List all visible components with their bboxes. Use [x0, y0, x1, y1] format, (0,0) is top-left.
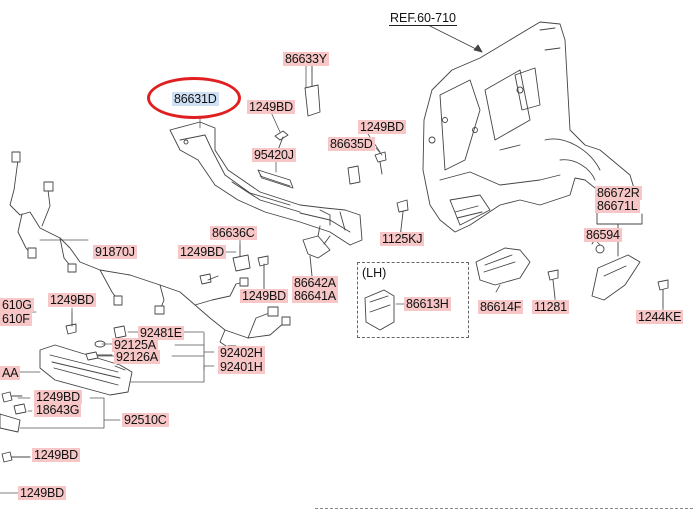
part-92401H[interactable]: 92401H [218, 360, 265, 374]
part-92481E[interactable]: 92481E [138, 326, 184, 340]
lh-callout-title: (LH) [362, 266, 387, 280]
part-610F[interactable]: 610F [0, 312, 32, 326]
lamp-92510C [0, 413, 21, 433]
part-86671L[interactable]: 86671L [595, 199, 640, 213]
part-92510C[interactable]: 92510C [122, 413, 169, 427]
part-92126A[interactable]: 92126A [114, 350, 160, 364]
part-92125A[interactable]: 92125A [112, 338, 158, 352]
bracket-86613H [364, 289, 395, 331]
part-86633Y[interactable]: 86633Y [283, 52, 329, 66]
part-AA[interactable]: AA [0, 366, 21, 380]
part-86642A[interactable]: 86642A [292, 276, 338, 290]
bolt-1249BD-d [257, 255, 269, 289]
bolt-1249BD-f [1, 391, 23, 403]
part-1249BD-h[interactable]: 1249BD [18, 486, 66, 500]
screw-92126A [85, 351, 113, 361]
bolt-1249BD-e [65, 311, 77, 335]
part-86614F[interactable]: 86614F [478, 300, 524, 314]
bolt-1249BD-c [199, 273, 219, 285]
part-1249BD-f[interactable]: 1249BD [34, 390, 82, 404]
bracket-86641A [302, 225, 331, 277]
clip-86635D [347, 165, 361, 185]
part-1125KJ[interactable]: 1125KJ [380, 232, 425, 246]
bolt-1249BD-a [274, 130, 289, 151]
part-92402H[interactable]: 92402H [218, 346, 265, 360]
bracket-86614F [475, 247, 531, 286]
bolt-1244KE [657, 279, 669, 309]
part-91870J[interactable]: 91870J [93, 245, 137, 259]
part-1244KE[interactable]: 1244KE [636, 310, 684, 324]
ref-arrow [429, 25, 483, 53]
part-1249BD-d[interactable]: 1249BD [240, 289, 288, 303]
part-1249BD-e[interactable]: 1249BD [48, 293, 96, 307]
lamp-92401H [39, 344, 133, 396]
part-610G[interactable]: 610G [0, 298, 34, 312]
reference-label: REF.60-710 [389, 11, 458, 26]
part-11281[interactable]: 11281 [532, 300, 569, 314]
dashed-callout-box [315, 508, 693, 519]
clip-92481E [113, 325, 127, 339]
part-86635D[interactable]: 86635D [328, 137, 375, 151]
part-1249BD-b[interactable]: 1249BD [358, 120, 406, 134]
part-86613H[interactable]: 86613H [404, 297, 451, 311]
quarter-panel [422, 21, 637, 233]
part-86641A[interactable]: 86641A [292, 289, 338, 303]
highlight-ring [147, 77, 241, 119]
part-86631D[interactable]: 86631D [172, 92, 219, 106]
part-86636C[interactable]: 86636C [210, 226, 257, 240]
bolt-1125KJ [396, 199, 409, 239]
part-1249BD-c[interactable]: 1249BD [178, 245, 226, 259]
rear-bumper-bracket-86631D [169, 121, 363, 246]
part-86672R[interactable]: 86672R [595, 186, 642, 200]
bolt-1249BD-g [1, 451, 31, 463]
bracket-86633Y [304, 65, 321, 117]
part-1249BD-a[interactable]: 1249BD [247, 100, 295, 114]
part-18643G[interactable]: 18643G [34, 403, 82, 417]
bracket-86671L [591, 211, 643, 301]
sensor-bracket-95420J [257, 169, 294, 189]
bulb-18643G [13, 403, 27, 415]
bolt-11281 [547, 269, 559, 299]
lh-callout-box [357, 262, 469, 338]
part-95420J[interactable]: 95420J [252, 148, 296, 162]
bracket-86636C [232, 243, 251, 272]
wiring-harness-91870J [9, 151, 291, 355]
part-1249BD-g[interactable]: 1249BD [32, 448, 80, 462]
part-86594[interactable]: 86594 [584, 228, 622, 242]
bolt-1249BD-bolt2 [374, 151, 387, 175]
